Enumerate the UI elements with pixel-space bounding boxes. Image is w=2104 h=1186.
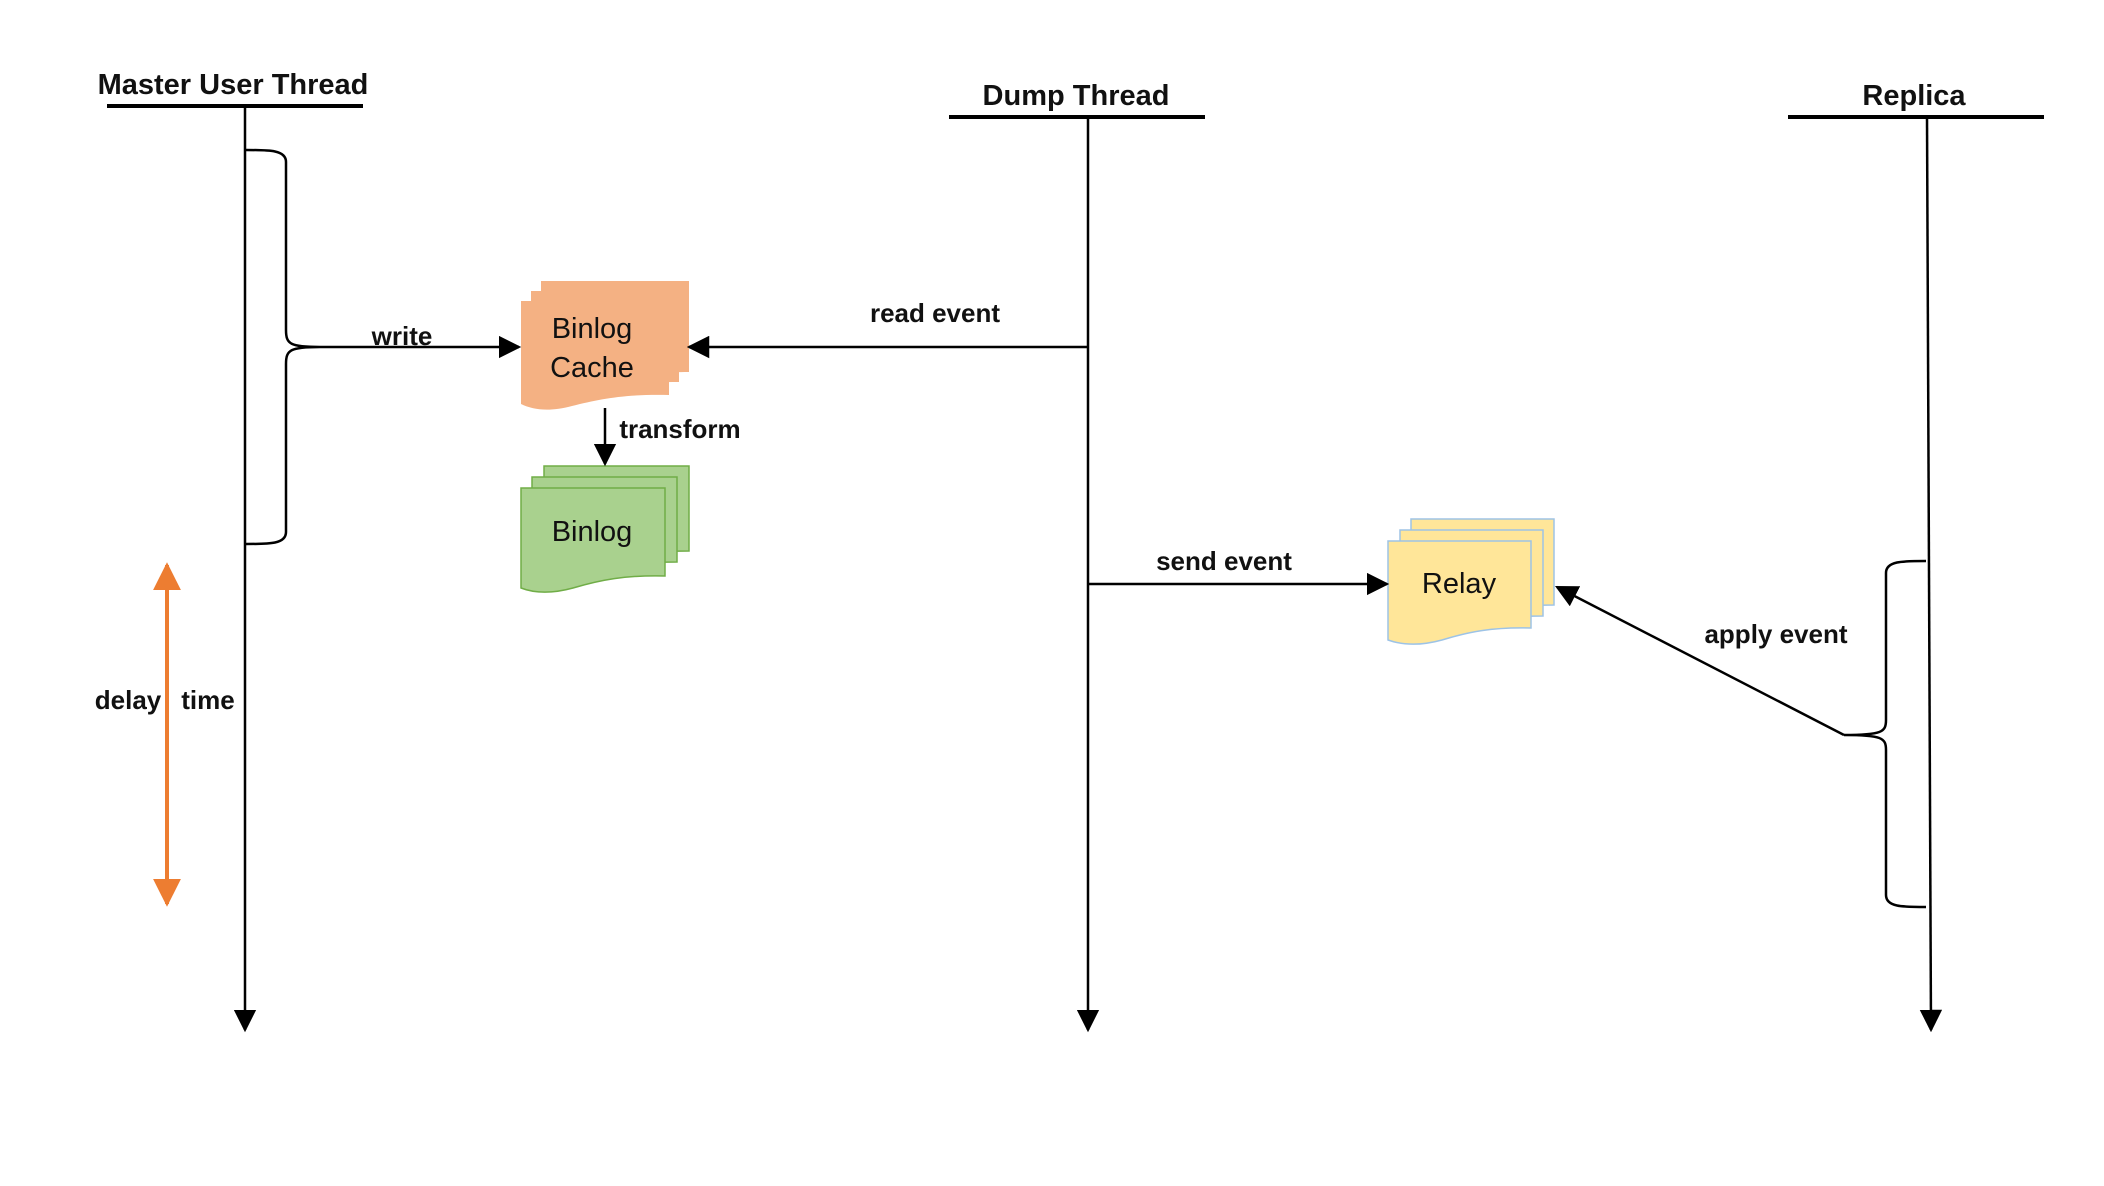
- delay-label: delay: [95, 685, 162, 715]
- lane-replica-timeline: [1919, 116, 1943, 1033]
- relay-label: Relay: [1422, 568, 1497, 600]
- binlog-doc: Binlog: [520, 465, 690, 593]
- time-label: time: [181, 685, 234, 715]
- lane-master-title: Master User Thread: [98, 69, 369, 101]
- read-event-label: read event: [870, 298, 1000, 328]
- binlog-cache-sheet-front: [521, 301, 669, 410]
- replica-brace: [1843, 559, 1927, 909]
- arrow-send-event: send event: [1088, 546, 1390, 596]
- binlog-cache-doc: Binlog Cache: [521, 281, 689, 410]
- arrow-read-event: read event: [686, 298, 1088, 359]
- arrow-write: write: [320, 321, 522, 359]
- transform-label: transform: [619, 414, 740, 444]
- relay-doc: Relay: [1387, 518, 1555, 645]
- master-brace: [245, 148, 321, 546]
- lane-replica: Replica: [1788, 80, 2044, 1033]
- arrow-apply-event: apply event: [1555, 585, 1848, 737]
- write-label: write: [371, 321, 433, 351]
- binlog-label: Binlog: [552, 516, 633, 548]
- relay-sheet-front: [1387, 540, 1532, 645]
- apply-event-arrow-line: [1555, 585, 1845, 737]
- binlog-sheet-front: [520, 487, 666, 593]
- send-event-label: send event: [1156, 546, 1292, 576]
- lane-master: Master User Thread: [98, 69, 369, 1033]
- apply-event-label: apply event: [1704, 619, 1847, 649]
- lane-dump-title: Dump Thread: [983, 80, 1170, 112]
- binlog-cache-label-line1: Binlog: [552, 313, 633, 345]
- delay-time-indicator: delay time: [95, 562, 235, 907]
- binlog-cache-label-line2: Cache: [550, 352, 634, 384]
- lane-replica-title: Replica: [1862, 80, 1966, 112]
- arrow-transform: transform: [593, 408, 741, 467]
- lane-dump: Dump Thread: [949, 80, 1205, 1033]
